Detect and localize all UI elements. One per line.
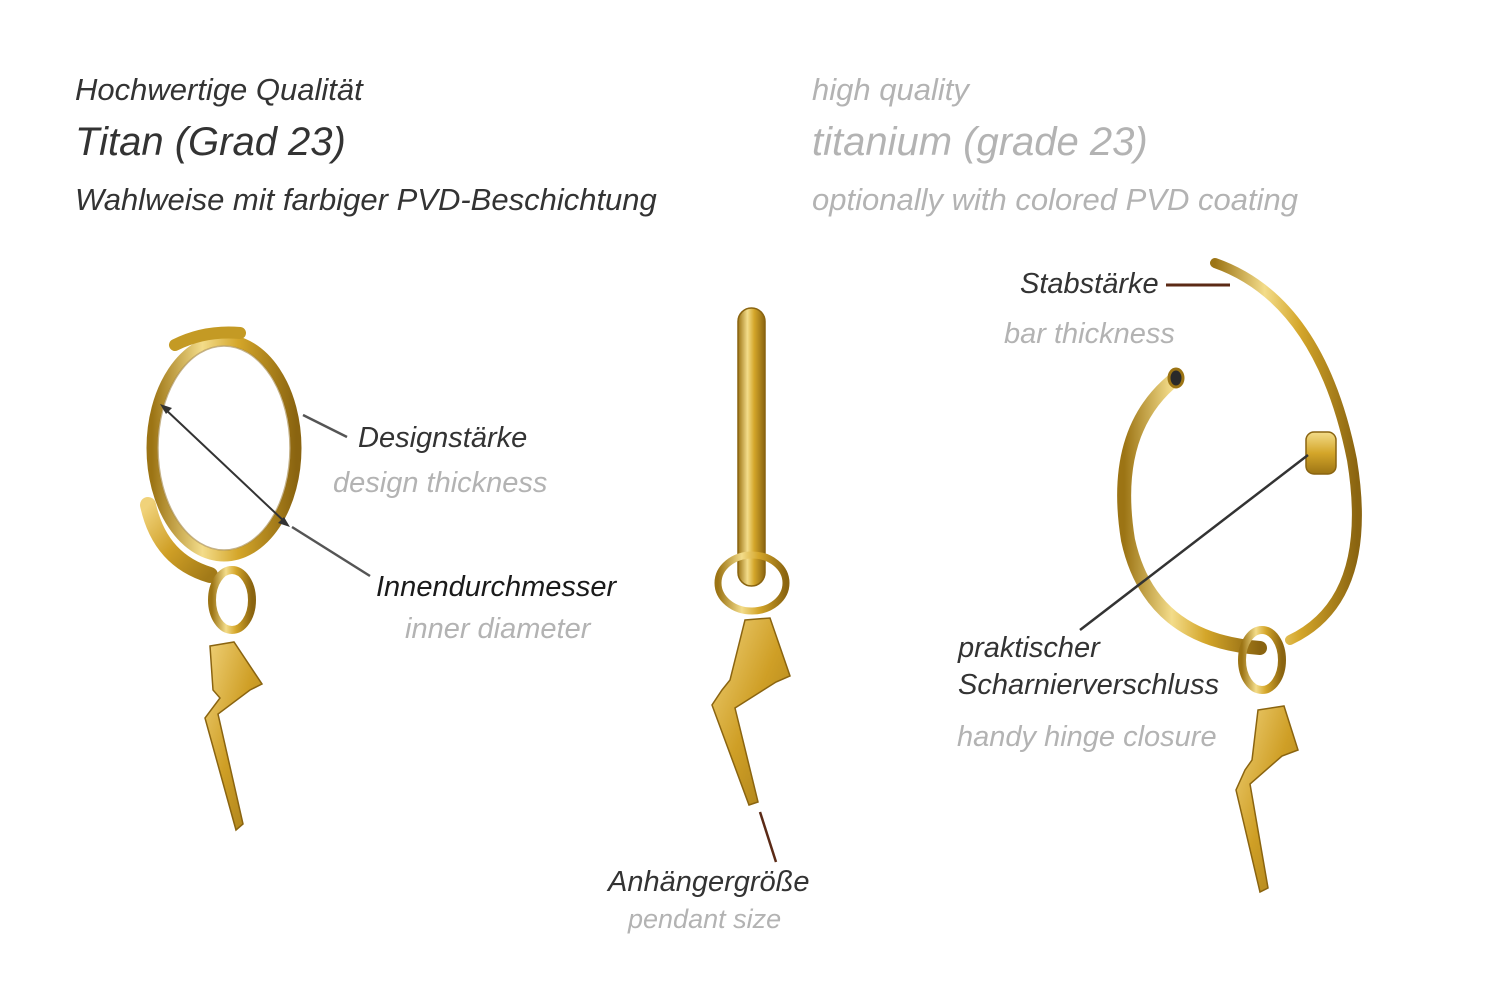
right-lightning-pendant [1235,705,1299,894]
right-earring [1117,258,1362,894]
middle-earring [711,307,791,806]
header-en-material: titanium (grade 23) [812,120,1148,164]
right-hoop-tube-end [1167,367,1185,389]
header-en-quality: high quality [812,72,969,107]
middle-jump-ring [714,551,790,615]
label-hinge-closure-en: handy hinge closure [957,721,1217,753]
label-pendant-size-en: pendant size [628,904,782,934]
label-bar-thickness-de: Stabstärke [1020,268,1159,300]
design-thickness-leader [302,413,348,439]
label-inner-diameter-de: Innendurchmesser [376,571,617,603]
label-pendant-size-de: Anhängergröße [608,866,810,898]
right-hoop-arc [1210,258,1362,645]
right-jump-ring [1238,626,1286,694]
middle-hoop-side [737,307,766,587]
left-jump-ring [208,566,256,634]
hinge-block [1305,431,1337,475]
left-hoop-ring [146,334,302,562]
left-earring [140,326,302,832]
pendant-size-leader [758,811,778,863]
header-de-material: Titan (Grad 23) [75,120,346,164]
middle-lightning-pendant [711,617,791,806]
label-inner-diameter-en: inner diameter [405,613,591,645]
header-de-quality: Hochwertige Qualität [75,72,363,107]
header-en-coating: optionally with colored PVD coating [812,182,1298,217]
right-hoop-ring [1117,371,1267,655]
inner-diameter-arrow [163,407,287,524]
label-bar-thickness-en: bar thickness [1004,318,1175,350]
label-design-thickness-de: Designstärke [358,422,528,454]
label-hinge-closure-de-2: Scharnierverschluss [958,669,1220,701]
label-hinge-closure-de-1: praktischer [958,632,1100,664]
left-lightning-pendant [204,641,264,832]
left-hoop-segment [140,497,218,583]
inner-diameter-leader [291,525,371,578]
hinge-closure-leader [1079,454,1309,631]
header-de-coating: Wahlweise mit farbiger PVD-Beschichtung [75,182,657,217]
label-design-thickness-en: design thickness [333,467,548,499]
